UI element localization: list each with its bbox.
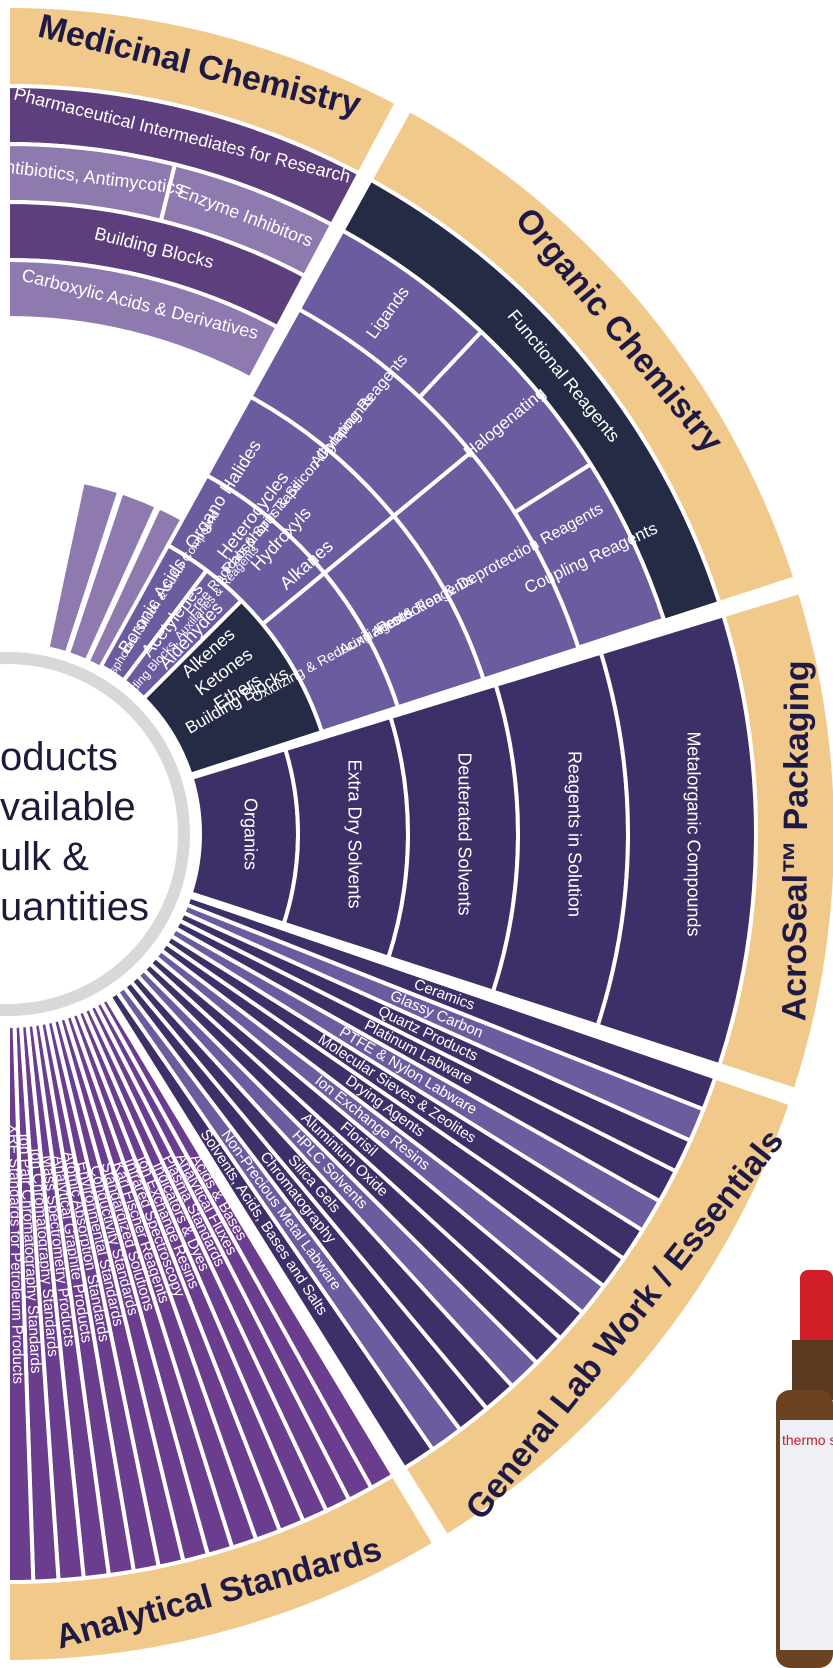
bottle-brand: thermo s (782, 1432, 833, 1448)
organic-building-item-1 (120, 567, 245, 702)
general-item-14 (106, 989, 436, 1472)
center-disc (0, 664, 178, 1004)
acroseal-label-3: Reagents in Solution (564, 751, 584, 917)
bottle-label (780, 1420, 833, 1650)
acroseal-label-0: Organics (240, 798, 260, 870)
analytical-item-15 (6, 1023, 36, 1585)
medicinal-ring-3-item-0 (6, 257, 281, 382)
bottle-cap (800, 1270, 833, 1350)
acroseal-label-4: Metalorganic Compounds (683, 731, 703, 936)
center-line-2: vailable (0, 785, 136, 829)
acroseal-ring-2 (385, 682, 520, 995)
reagent-bottle-image: thermo s (776, 1270, 833, 1668)
center-hub: oducts vailable ulk & uantities (0, 652, 190, 1016)
acroseal-label-1: Extra Dry Solvents (344, 759, 364, 908)
center-line-3: ulk & (0, 835, 89, 879)
analytical-label-15: XRF Standards for Petroleum Products (5, 1124, 26, 1384)
organic-building-band (140, 597, 325, 778)
center-line-1: oducts (0, 735, 118, 779)
acroseal-ring-4 (595, 612, 758, 1068)
category-label-2: AcroSeal™ Packaging (775, 660, 816, 1021)
acroseal-label-2: Deuterated Solvents (454, 752, 474, 915)
center-line-4: uantities (0, 885, 149, 929)
wheel-segments (6, 3, 833, 1665)
